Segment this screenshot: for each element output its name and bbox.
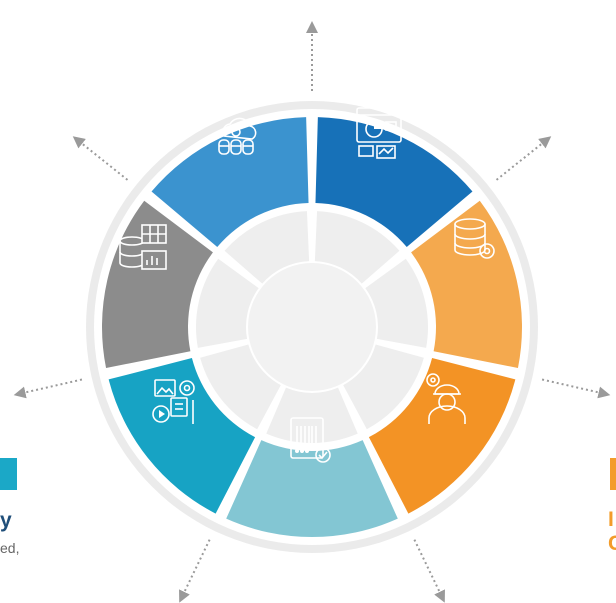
database-gear-icon [454, 218, 495, 259]
outward-arrow [179, 539, 211, 603]
inner-segment-barcode-document [266, 387, 358, 443]
outward-arrow [541, 378, 611, 399]
outer-segments [101, 117, 522, 537]
right-edge-color-block [610, 458, 616, 490]
inner-segment-database-settings [365, 258, 428, 348]
outward-arrow [495, 136, 552, 181]
right-edge-title-line2: C [608, 532, 616, 555]
engineer-icon [426, 373, 466, 424]
segment-barcode-document [226, 440, 398, 537]
analytics-dashboard-icon [356, 107, 402, 159]
left-edge-color-block [0, 458, 17, 490]
outward-arrow [13, 378, 83, 399]
segment-cloud-database [151, 117, 309, 248]
inner-segment-analytics-dashboard [314, 211, 400, 284]
left-edge-subtitle: ed, [0, 540, 20, 556]
right-edge-title-line1: I [608, 508, 614, 531]
segment-data-table [101, 200, 213, 368]
inner-segment-data-table [196, 258, 259, 348]
cloud-database-icon [218, 117, 257, 155]
inner-segment-cloud-database [224, 211, 310, 284]
outward-arrow [72, 136, 129, 181]
center-hub [248, 263, 376, 391]
inner-segment-engineer [343, 344, 424, 430]
segment-analytics-dashboard [315, 117, 473, 248]
segment-database-settings [411, 200, 522, 368]
left-edge-title: y [0, 509, 12, 532]
segment-engineer [368, 357, 516, 514]
inner-segments [196, 211, 428, 443]
outward-arrow [413, 539, 445, 603]
segment-media-content [108, 357, 256, 514]
outward-arrows [13, 21, 611, 603]
barcode-document-icon [290, 417, 331, 463]
media-content-icon [152, 379, 195, 424]
inner-segment-media-content [200, 344, 281, 430]
data-table-icon [119, 224, 167, 270]
